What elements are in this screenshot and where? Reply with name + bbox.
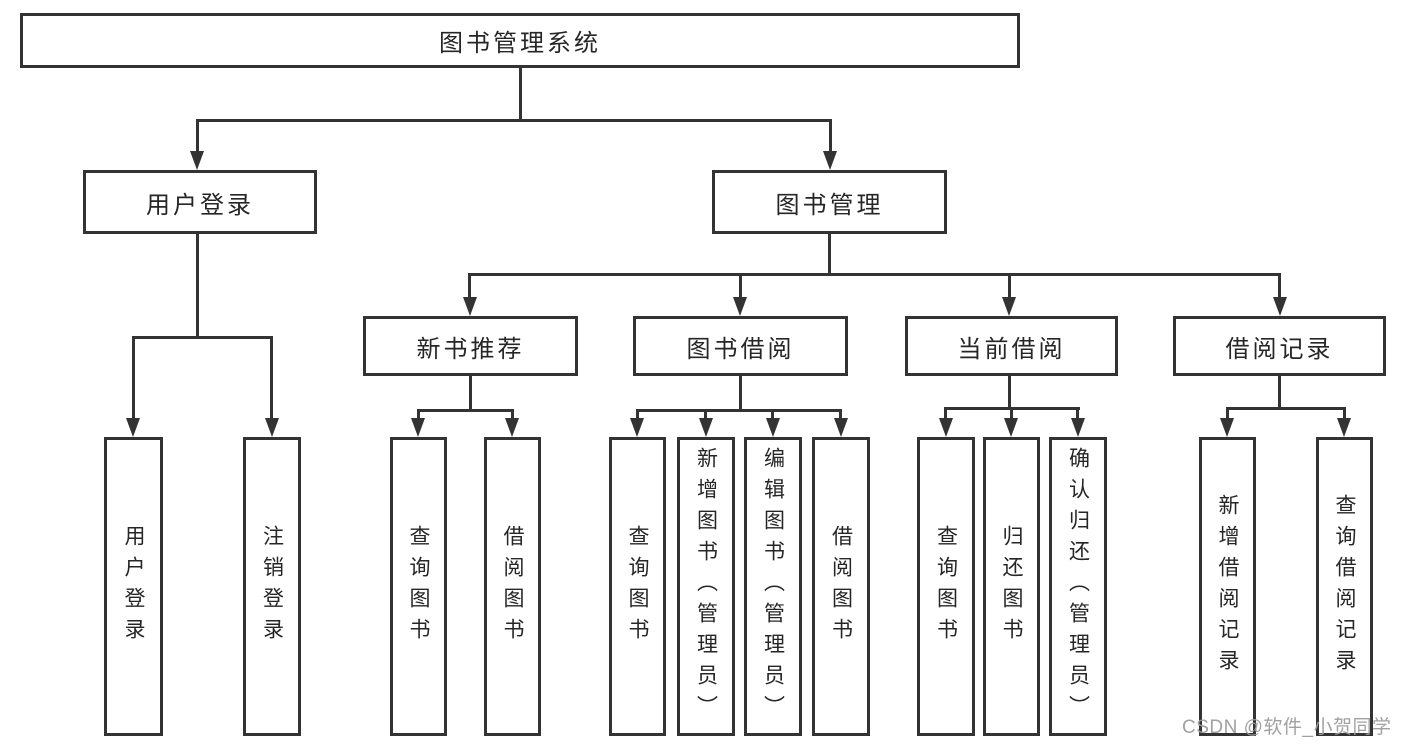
leaf-borrow-query-book-label: 查询图书 — [626, 524, 649, 649]
node-root-label: 图书管理系统 — [439, 30, 601, 57]
node-new-book-recommend: 新书推荐 — [363, 316, 578, 376]
leaf-current-confirm-return-label: 确认归还（管理员） — [1066, 447, 1090, 726]
arrow-down-icon — [1004, 418, 1018, 437]
leaf-recommend-query-book: 查询图书 — [390, 437, 447, 736]
connector-line — [417, 409, 514, 412]
connector-line — [417, 409, 420, 420]
node-book-borrow: 图书借阅 — [633, 316, 848, 376]
node-book-borrow-label: 图书借阅 — [686, 335, 795, 363]
arrow-down-icon — [1273, 297, 1287, 316]
arrow-down-icon — [699, 418, 713, 437]
leaf-current-confirm-return: 确认归还（管理员） — [1049, 437, 1107, 736]
connector-line — [1343, 407, 1346, 420]
arrow-down-icon — [126, 418, 140, 437]
connector-line — [519, 66, 522, 121]
leaf-borrow-add-book-label: 新增图书（管理员） — [694, 447, 718, 726]
connector-line — [468, 273, 1281, 276]
node-borrow-record-label: 借阅记录 — [1225, 335, 1334, 363]
leaf-current-return-book: 归还图书 — [983, 437, 1040, 736]
node-new-book-recommend-label: 新书推荐 — [416, 335, 525, 363]
arrow-down-icon — [823, 151, 837, 170]
connector-line — [196, 119, 199, 153]
leaf-borrow-edit-book-label: 编辑图书（管理员） — [761, 447, 785, 726]
connector-line — [1008, 374, 1011, 410]
connector-line — [1010, 407, 1013, 420]
leaf-borrow-add-book: 新增图书（管理员） — [677, 437, 735, 736]
connector-line — [132, 336, 135, 420]
leaf-recommend-borrow-book-label: 借阅图书 — [501, 524, 524, 649]
arrow-down-icon — [1337, 418, 1351, 437]
leaf-user-login-label: 用户登录 — [122, 524, 145, 649]
arrow-down-icon — [411, 418, 425, 437]
connector-line — [1226, 407, 1346, 410]
node-borrow-record: 借阅记录 — [1173, 316, 1386, 376]
arrow-down-icon — [766, 418, 780, 437]
node-current-borrow: 当前借阅 — [905, 316, 1118, 376]
connector-line — [839, 409, 842, 420]
arrow-down-icon — [733, 297, 747, 316]
arrow-down-icon — [630, 418, 644, 437]
connector-line — [944, 407, 947, 420]
leaf-borrow-borrow-book: 借阅图书 — [812, 437, 870, 736]
connector-line — [270, 336, 273, 420]
node-current-borrow-label: 当前借阅 — [957, 335, 1066, 363]
arrow-down-icon — [1220, 418, 1234, 437]
watermark: CSDN @软件_小贺同学 — [1182, 717, 1392, 738]
node-book-management-label: 图书管理 — [775, 191, 884, 219]
connector-line — [132, 336, 273, 339]
leaf-record-query: 查询借阅记录 — [1316, 437, 1373, 736]
leaf-record-query-label: 查询借阅记录 — [1333, 493, 1356, 680]
leaf-recommend-borrow-book: 借阅图书 — [484, 437, 541, 736]
connector-line — [739, 374, 742, 412]
leaf-current-query-book: 查询图书 — [917, 437, 975, 736]
leaf-current-return-book-label: 归还图书 — [1000, 524, 1023, 649]
arrow-down-icon — [1071, 418, 1085, 437]
leaf-borrow-edit-book: 编辑图书（管理员） — [744, 437, 802, 736]
leaf-logout-label: 注销登录 — [260, 524, 284, 649]
connector-line — [771, 409, 774, 420]
leaf-borrow-borrow-book-label: 借阅图书 — [829, 524, 853, 649]
arrow-down-icon — [939, 418, 953, 437]
connector-line — [468, 273, 471, 299]
leaf-logout: 注销登录 — [243, 437, 301, 736]
connector-line — [1008, 273, 1011, 299]
arrow-down-icon — [834, 418, 848, 437]
arrow-down-icon — [265, 418, 279, 437]
connector-line — [511, 409, 514, 420]
node-root: 图书管理系统 — [20, 13, 1020, 68]
connector-line — [636, 409, 842, 412]
connector-line — [196, 232, 199, 339]
connector-line — [739, 273, 742, 299]
connector-line — [1278, 273, 1281, 299]
leaf-current-query-book-label: 查询图书 — [934, 524, 958, 649]
arrow-down-icon — [1002, 297, 1016, 316]
connector-line — [1226, 407, 1229, 420]
arrow-down-icon — [190, 151, 204, 170]
connector-line — [828, 232, 831, 276]
arrow-down-icon — [505, 418, 519, 437]
connector-line — [1278, 374, 1281, 410]
node-book-management: 图书管理 — [712, 170, 947, 234]
connector-line — [636, 409, 639, 420]
node-user-login: 用户登录 — [83, 170, 317, 234]
connector-line — [704, 409, 707, 420]
connector-line — [469, 374, 472, 412]
leaf-record-add-label: 新增借阅记录 — [1216, 493, 1239, 680]
node-user-login-label: 用户登录 — [146, 191, 254, 219]
leaf-recommend-query-book-label: 查询图书 — [407, 524, 430, 649]
connector-line — [196, 119, 832, 122]
arrow-down-icon — [463, 297, 477, 316]
leaf-borrow-query-book: 查询图书 — [609, 437, 666, 736]
leaf-record-add: 新增借阅记录 — [1199, 437, 1256, 736]
leaf-user-login: 用户登录 — [104, 437, 163, 736]
connector-line — [1076, 407, 1079, 420]
connector-line — [829, 119, 832, 153]
